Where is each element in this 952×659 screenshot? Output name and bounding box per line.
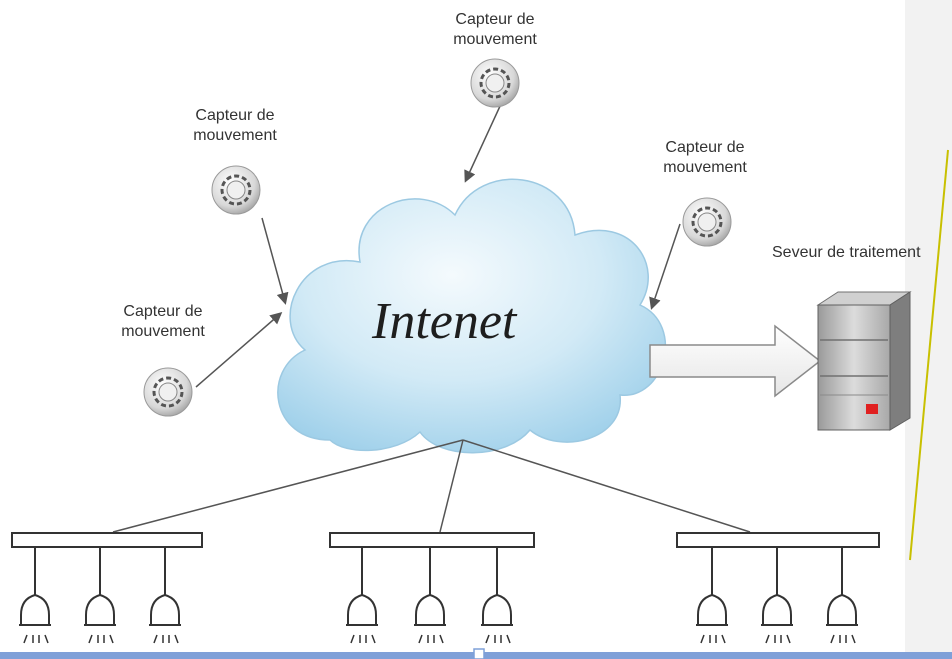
sensor-label-line2: mouvement [663,159,747,176]
lamp-group-2 [329,532,535,644]
lamp-icon [413,546,447,644]
lamp-group-3 [676,532,880,644]
motion-sensor-icon [681,196,733,248]
motion-sensor-icon [469,57,521,109]
lamp-fixture-icon [11,532,203,548]
sensor-label-line1: Capteur de [123,303,203,320]
motion-sensor-icon [142,366,194,418]
sensor-link-arrow [195,312,283,388]
lamp-group-1 [11,532,203,644]
cloud-link-line [112,439,464,533]
motion-sensor-icon [210,164,262,216]
lamp-fixture-icon [676,532,880,548]
lamp-icon [83,546,117,644]
sensor-label: Capteur de mouvement [98,302,228,342]
sensor-link-arrow [261,217,289,305]
cloud-icon [277,178,666,454]
sensor-label-line2: mouvement [193,127,277,144]
cloud-label: Intenet [372,293,517,350]
side-panel [905,0,952,659]
cloud-link-line [462,439,751,533]
sensor-label-line2: mouvement [453,31,537,48]
sensor-link-arrow [464,103,502,183]
sensor-label-line1: Capteur de [195,107,275,124]
cloud-link-line [439,439,464,533]
lamp-icon [695,546,729,644]
server-label: Seveur de traitement [772,244,921,261]
server-icon [816,291,912,431]
lamp-icon [480,546,514,644]
sensor-link-arrow [649,223,681,310]
lamp-icon [148,546,182,644]
bottom-bar-handle[interactable] [473,648,485,659]
sensor-label: Capteur de mouvement [430,10,560,50]
sensor-label: Capteur de mouvement [640,138,770,178]
sensor-label: Capteur de mouvement [170,106,300,146]
diagonal-line [909,149,949,561]
sensor-label-line1: Capteur de [455,11,535,28]
lamp-fixture-icon [329,532,535,548]
server-led [866,404,878,414]
lamp-icon [18,546,52,644]
sensor-label-line1: Capteur de [665,139,745,156]
lamp-icon [760,546,794,644]
lamp-icon [345,546,379,644]
lamp-icon [825,546,859,644]
sensor-label-line2: mouvement [121,323,205,340]
cloud-to-server-arrow [649,324,822,398]
